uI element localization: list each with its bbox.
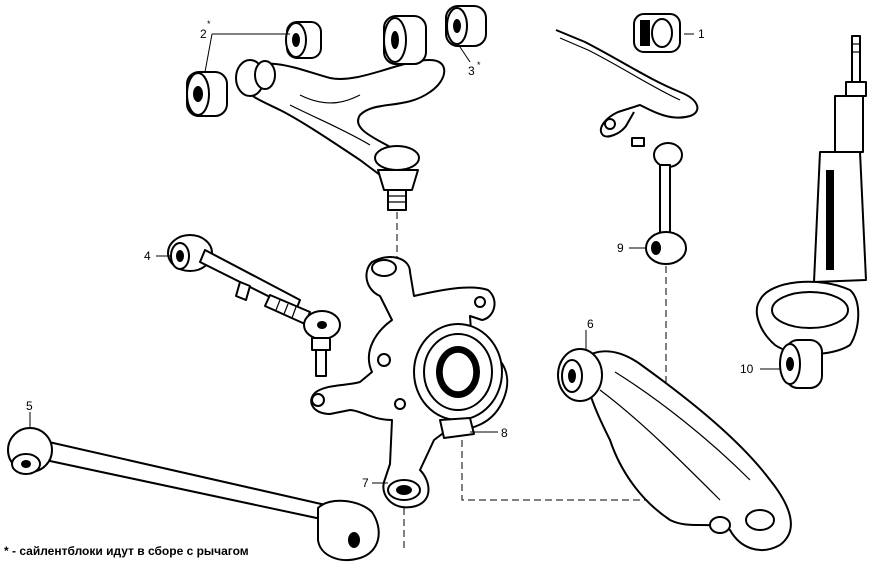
leader-lines [29,33,780,484]
callout-10: 10 [740,362,754,376]
lateral-link [167,234,341,377]
callout-2: 2 [200,27,207,41]
stabilizer-bar [555,29,699,138]
callout-2-asterisk: * [207,19,211,29]
footnote-bushings-note: * - сайлентблоки идут в сборе с рычагом [4,544,249,558]
upper-control-arm [235,59,446,176]
callout-7: 7 [362,476,369,490]
callout-6: 6 [587,317,594,331]
upper-ball-joint [374,145,420,211]
callout-3: 3 [468,64,475,78]
upper-arm-front-bushing [285,21,322,59]
callout-4: 4 [144,249,151,263]
callout-5: 5 [26,399,33,413]
callout-8: 8 [501,426,508,440]
lower-control-arm [557,348,792,551]
upper-arm-bushing-3 [383,5,487,65]
guide-line-knuckle [461,440,700,501]
shock-absorber [755,35,867,389]
callout-3-asterisk: * [477,60,481,70]
trailing-rod [7,427,380,561]
steering-knuckle [310,256,509,509]
upper-arm-rear-bushing [186,71,228,117]
stabilizer-link [631,137,687,265]
callout-9: 9 [617,241,624,255]
callout-1: 1 [698,27,705,41]
stabilizer-bushing [633,13,681,53]
